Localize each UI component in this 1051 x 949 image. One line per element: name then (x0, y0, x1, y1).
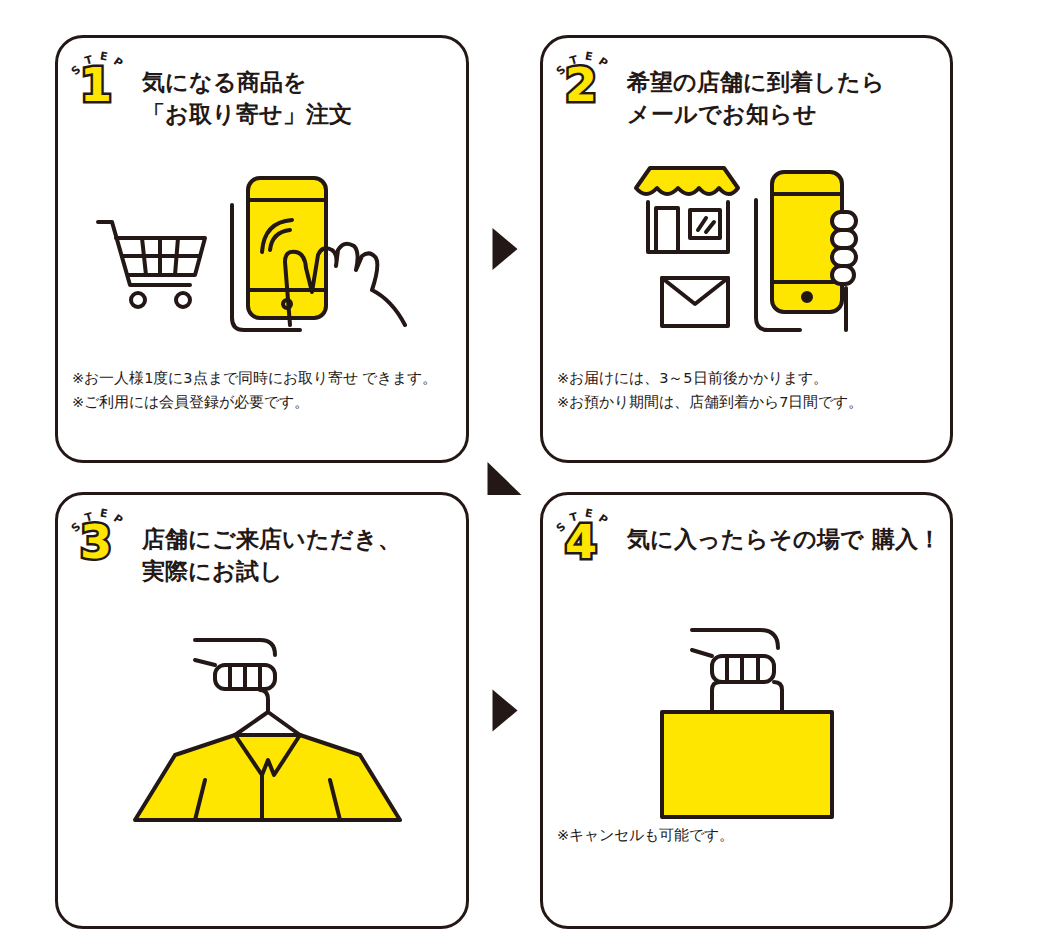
step-heading: 気になる商品を 「お取り寄せ」注文 (142, 66, 458, 130)
mail-icon (662, 278, 728, 326)
note-text: ※お届けには、3～5日前後かかります。 (557, 368, 957, 390)
step-arrow (488, 462, 522, 495)
note-text: ※ご利用には会員登録が必要です。 (72, 392, 473, 414)
step-number: 3 (80, 519, 112, 565)
store-icon (636, 168, 738, 252)
phone-tap-icon (232, 178, 405, 330)
step-heading: 希望の店舗に到着したら メールでお知らせ (627, 66, 942, 130)
step-box: STEP3店舗にご来店いただき、 実際にお試し (55, 492, 469, 929)
cart-icon (98, 222, 205, 307)
phone-held-icon (756, 172, 856, 330)
step-heading: 気に入ったらその場で 購入！ (627, 523, 942, 555)
shirt-icon (135, 640, 400, 820)
step-arrow (493, 690, 518, 732)
note-text: ※お一人様1度に3点まで同時にお取り寄せ できます。 (72, 368, 473, 390)
note-text: ※キャンセルも可能です。 (557, 825, 957, 847)
step-number: 1 (80, 62, 112, 108)
step-heading: 店舗にご来店いただき、 実際にお試し (142, 523, 458, 587)
step-box: STEP2希望の店舗に到着したら メールでお知らせ※お届けには、3～5日前後かか… (540, 35, 953, 463)
step-number: 2 (565, 62, 597, 108)
note-text: ※お預かり期間は、店舗到着から7日間です。 (557, 392, 957, 414)
step-number: 4 (565, 519, 597, 565)
bag-icon (662, 630, 832, 817)
step-box: STEP1気になる商品を 「お取り寄せ」注文※お一人様1度に3点まで同時にお取り… (55, 35, 469, 463)
step-arrow (493, 228, 518, 270)
step-box: STEP4気に入ったらその場で 購入！※キャンセルも可能です。 (540, 492, 953, 929)
